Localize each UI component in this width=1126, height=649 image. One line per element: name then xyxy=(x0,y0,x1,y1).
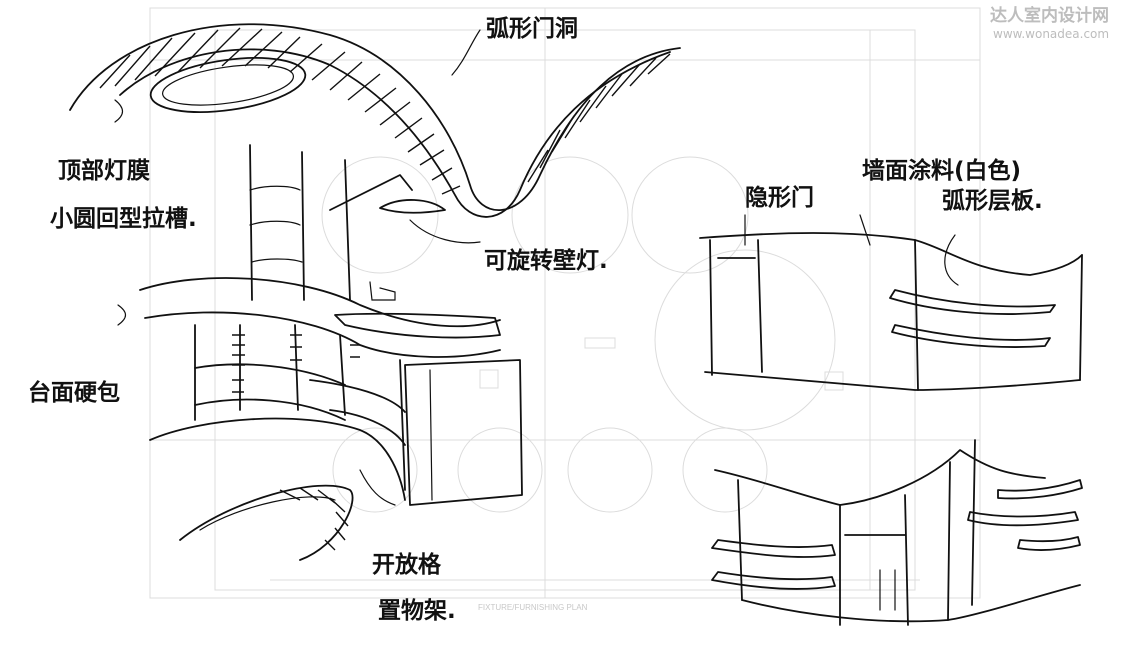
right-curved-wall-sketch xyxy=(699,214,1083,391)
annotation-rotating-wall-lamp: 可旋转壁灯. xyxy=(484,247,608,274)
bottom-right-cabinet-sketch xyxy=(711,439,1083,626)
annotation-open-shelf-line1: 开放格 xyxy=(372,551,442,578)
annotations: 弧形门洞 顶部灯膜 小圆回型拉槽. 可旋转壁灯. 台面硬包 开放格 置物架. 隐… xyxy=(28,15,1043,624)
annotation-countertop: 台面硬包 xyxy=(28,379,120,406)
background-floor-plan: FIXTURE/FURNISHING PLAN xyxy=(149,7,981,612)
watermark: 达人室内设计网 www.wonadea.com xyxy=(990,5,1109,41)
annotation-hidden-door: 隐形门 xyxy=(745,184,814,211)
plan-title: FIXTURE/FURNISHING PLAN xyxy=(478,603,588,612)
arc-opening-leader xyxy=(451,29,481,76)
left-wall-and-lamp-sketch xyxy=(249,144,481,301)
annotation-open-shelf-line2: 置物架. xyxy=(378,597,456,624)
watermark-site-url: www.wonadea.com xyxy=(993,27,1109,41)
countertop-sketch xyxy=(117,277,523,506)
annotation-curved-shelf: 弧形层板. xyxy=(942,187,1043,214)
annotation-arc-opening: 弧形门洞 xyxy=(486,15,578,42)
annotation-wall-paint: 墙面涂料(白色) xyxy=(862,157,1021,184)
annotation-ceiling-light-line1: 顶部灯膜 xyxy=(58,157,150,184)
watermark-site-name: 达人室内设计网 xyxy=(990,5,1109,26)
annotation-ceiling-light-line2: 小圆回型拉槽. xyxy=(50,205,197,232)
arched-opening-sketch xyxy=(69,23,681,218)
lower-curved-base-sketch xyxy=(179,469,396,561)
